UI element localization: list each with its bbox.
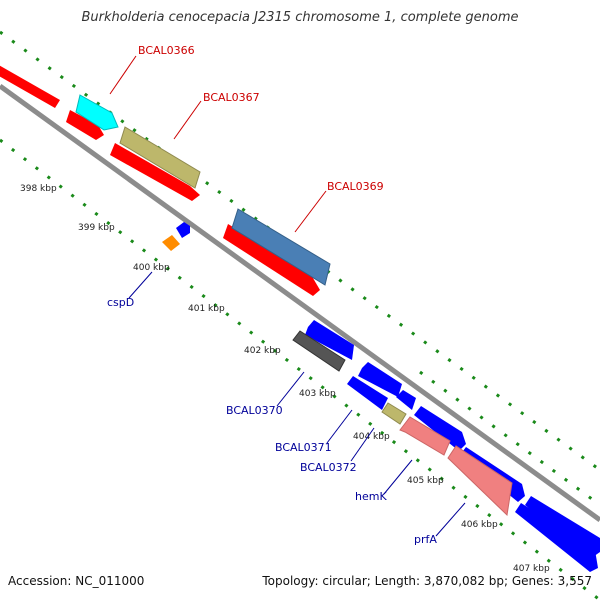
- gene-cspd-orange[interactable]: [162, 235, 180, 251]
- map-title: Burkholderia cenocepacia J2315 chromosom…: [81, 10, 519, 25]
- feature-label-hemk[interactable]: hemK: [355, 490, 387, 503]
- leader-line: [109, 55, 137, 95]
- tick-label: 398 kbp: [20, 184, 57, 194]
- gene-arrow-reverse[interactable]: [347, 376, 388, 410]
- tick-label: 399 kbp: [78, 223, 115, 233]
- leader-line: [173, 100, 202, 140]
- leader-line: [128, 271, 153, 299]
- leader-line: [350, 427, 375, 462]
- leader-line: [383, 459, 413, 495]
- gene-arrow-reverse[interactable]: [305, 320, 354, 360]
- gene-arrow-reverse[interactable]: [396, 390, 416, 410]
- tick-label: 406 kbp: [461, 520, 498, 530]
- gene-bcal0369-steelblue[interactable]: [231, 208, 331, 286]
- feature-label-bcal0369[interactable]: BCAL0369: [327, 180, 384, 193]
- tick-label: 402 kbp: [244, 346, 281, 356]
- gene-arrow-reverse[interactable]: [176, 222, 190, 238]
- gene-arrow-reverse[interactable]: [358, 362, 402, 397]
- tick-label: 400 kbp: [133, 263, 170, 273]
- feature-label-bcal0371[interactable]: BCAL0371: [275, 441, 332, 454]
- gene-bcal0372-olive[interactable]: [381, 402, 407, 425]
- feature-label-bcal0370[interactable]: BCAL0370: [226, 404, 283, 417]
- backbone-line: [0, 83, 600, 523]
- gene-prfa-pink[interactable]: [447, 445, 513, 517]
- tick-label: 404 kbp: [353, 432, 390, 442]
- leader-line: [276, 371, 305, 407]
- gene-arrow-reverse[interactable]: [414, 406, 466, 451]
- tick-labels: 398 kbp 399 kbp 400 kbp 401 kbp 402 kbp …: [20, 184, 550, 574]
- genome-summary-label: Topology: circular; Length: 3,870,082 bp…: [262, 574, 592, 588]
- feature-label-bcal0366[interactable]: BCAL0366: [138, 44, 195, 57]
- dotted-ring-inner: [0, 138, 600, 600]
- feature-label-prfa[interactable]: prfA: [414, 533, 437, 546]
- leader-line: [294, 190, 327, 233]
- tick-label: 405 kbp: [407, 476, 444, 486]
- tick-label: 407 kbp: [513, 564, 550, 574]
- tick-label: 403 kbp: [299, 389, 336, 399]
- leader-line: [326, 409, 353, 444]
- leader-line: [435, 502, 466, 537]
- accession-label: Accession: NC_011000: [8, 574, 145, 588]
- feature-label-bcal0367[interactable]: BCAL0367: [203, 91, 260, 104]
- gene-arrow-forward[interactable]: [0, 60, 60, 108]
- feature-label-cspd[interactable]: cspD: [107, 296, 134, 309]
- gene-bcal0367-olive[interactable]: [119, 126, 201, 189]
- gene-arrow-forward[interactable]: [110, 143, 200, 201]
- gene-arrow-forward[interactable]: [223, 224, 320, 296]
- feature-label-bcal0372[interactable]: BCAL0372: [300, 461, 357, 474]
- gene-arrow-reverse[interactable]: [515, 503, 598, 572]
- gene-arrow-forward[interactable]: [66, 110, 104, 140]
- gene-bcal0370-gray[interactable]: [292, 330, 346, 372]
- gene-hemk-pink[interactable]: [399, 416, 451, 456]
- gene-bcal0366-cyan[interactable]: [75, 94, 119, 131]
- tick-label: 401 kbp: [188, 304, 225, 314]
